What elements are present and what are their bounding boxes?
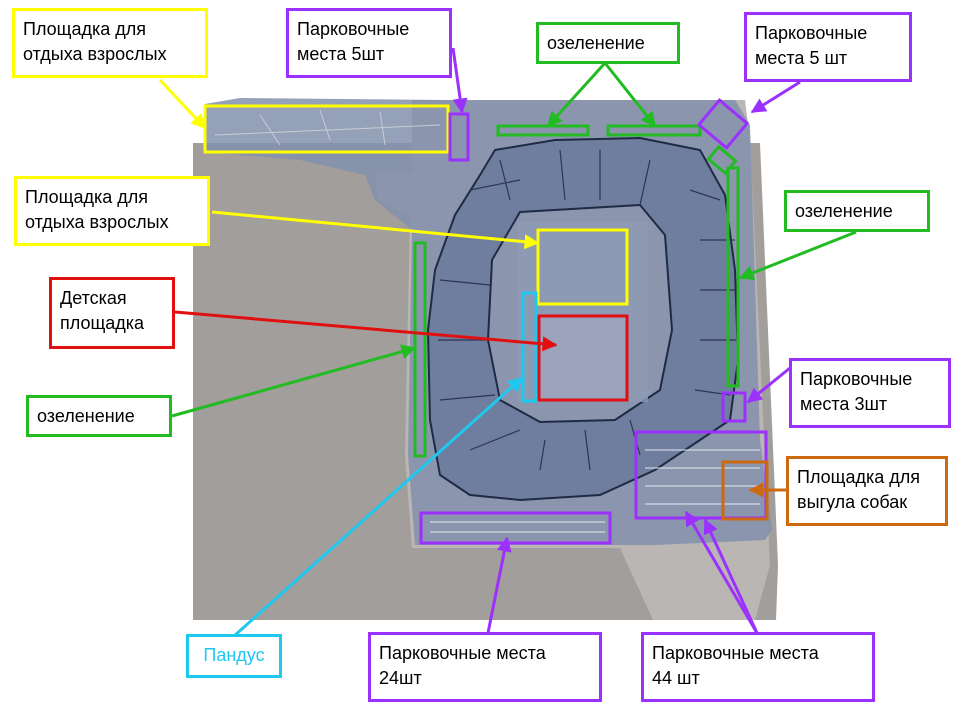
green-right-marker [726,166,740,388]
residential-building [426,136,740,502]
leader-adult-mid [211,210,540,250]
building-details [438,149,736,471]
parking-lot-markings [430,449,760,533]
adult-area-mid-marker [536,228,629,306]
label-parking-44: Парковочные места 44 шт [641,632,875,702]
leader-parking-5-top [451,47,468,114]
label-parking-5-top: Парковочные места 5шт [286,8,452,78]
label-green-right: озеленение [784,190,930,232]
label-kids-area: Детская площадка [49,277,175,349]
leader-green-left [171,344,417,418]
leader-parking-44-b [684,510,759,634]
leader-adult-top [158,78,207,130]
leader-ramp [231,376,524,639]
leader-green-top-a [546,61,607,128]
label-parking-3: Парковочные места 3шт [789,358,951,428]
parking-5-right-marker [696,98,750,150]
label-parking-5-right: Парковочные места 5 шт [744,12,912,82]
leader-parking-44-a [703,518,759,634]
label-parking-24: Парковочные места 24шт [368,632,602,702]
kids-area-marker [537,314,629,402]
leader-green-top-b [603,62,657,128]
top-area-markings [214,109,441,146]
label-green-top: озеленение [536,22,680,64]
leader-kids [174,310,558,352]
label-green-left: озеленение [26,395,172,437]
green-top-left-marker [496,124,590,137]
label-ramp: Пандус [186,634,282,678]
label-adult-area-top: Площадка для отдыха взрослых [12,8,208,78]
parking-24-marker [419,511,612,545]
leader-parking-5-right [750,80,801,114]
label-dog-area: Площадка для выгула собак [786,456,948,526]
parking-3-marker [721,391,747,423]
leader-green-right [738,230,857,280]
leader-parking-3 [746,366,791,404]
leader-lines [158,47,857,639]
parking-5-top-marker [448,112,470,162]
label-adult-area-mid: Площадка для отдыха взрослых [14,176,210,246]
ramp-marker [521,291,538,403]
leader-parking-24 [486,536,512,634]
